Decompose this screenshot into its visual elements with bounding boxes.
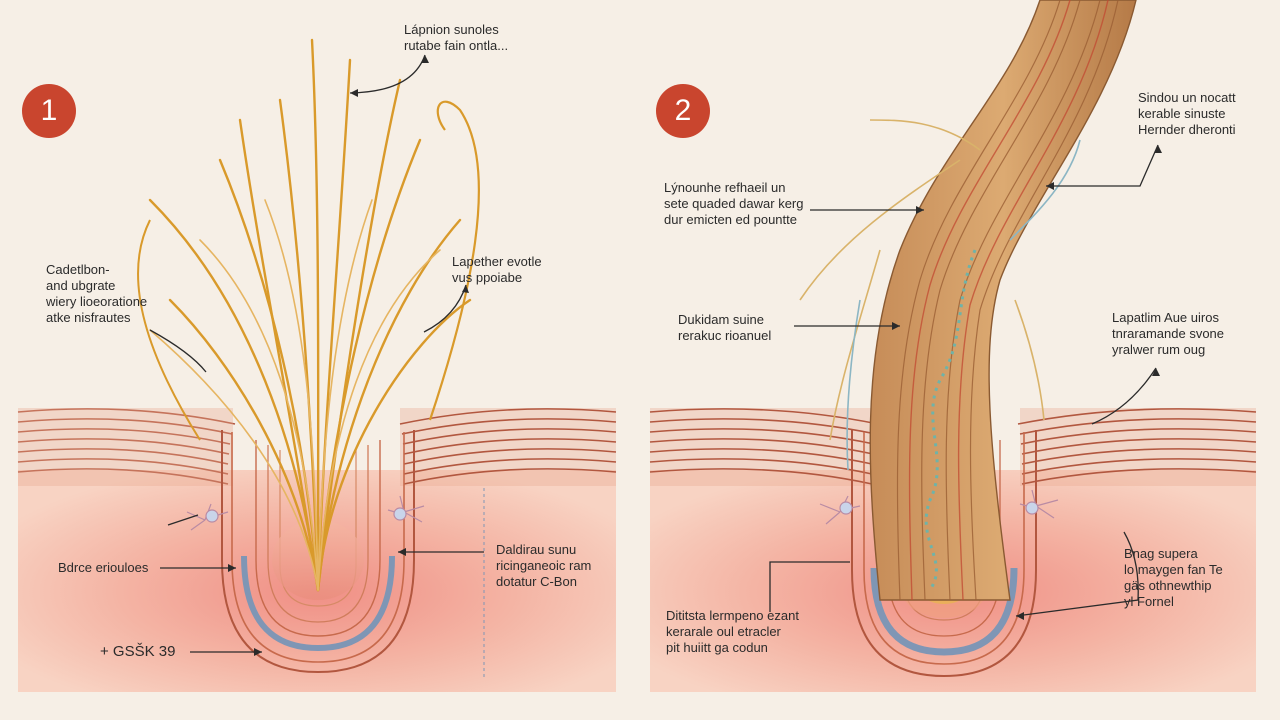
panel-1-label-right: Lapether evotle vus ppoiabe [452,254,542,286]
label-line: Cadetlbon- [46,262,110,277]
label-line: + GSŠK 39 [100,643,176,660]
label-line: sete quaded dawar kerg [664,196,804,211]
panel-1-label-left: Cadetlbon- and ubgrate wiery lioeoration… [46,262,147,326]
label-line: pit huiitt ga codun [666,640,768,655]
panel-1 [17,38,617,692]
panel-1-band-fill-left [18,408,233,486]
panel-2-tuft-right [1019,489,1059,519]
panel-2-tuft-left [819,495,861,525]
panel-2-stray-hairs [799,119,1081,471]
panel-2-leaders [769,144,1159,617]
label-line: Dititsta lermpeno ezant [666,608,799,623]
panel-1-label-bottom: + GSŠK 39 [100,644,175,660]
panel-1-curl-left [137,219,201,441]
label-line: and ubgrate [46,278,116,293]
panel-2-label-right-low: Bnag supera lo maygen fan Te gäs othnewt… [1124,546,1223,610]
label-line: lo maygen fan Te [1124,562,1223,577]
label-line: rerakuc rioanuel [678,328,772,343]
panel-2-label-left-top: Lýnounhe refhaeil un sete quaded dawar k… [664,180,803,228]
panel-1-arrowheads [228,55,469,656]
label-line: Bnag supera [1124,546,1198,561]
panel-1-hair-strands [148,38,472,592]
label-line: dotatur C-Bon [496,574,577,589]
panel-1-curl-right [428,100,480,421]
panel-1-tuft-right [387,495,425,523]
panel-1-band-fill-right [400,408,616,486]
label-line: yralwer rum oug [1112,342,1206,357]
label-line: vus ppoiabe [452,270,523,285]
panel-2-cell-chain [924,249,977,591]
label-line: Lápnion sunoles [404,22,499,37]
label-line: Dukidam suine [678,312,764,327]
panel-1-label-right-low: Daldirau sunu ricinganeoic ram dotatur C… [496,542,591,590]
label-line: ricinganeoic ram [496,558,592,573]
label-line: Bdrce eriouloes [58,560,149,575]
panel-1-follicle [221,430,415,674]
panel-1-skin-band-left [17,408,236,485]
label-line: atke nisfrautes [46,310,131,325]
label-line: dur emicten ed pountte [664,212,797,227]
panel-2-shaft-red-fibers [908,0,1109,601]
panel-2-label-top-right: Sindou un nocatt kerable sinuste Hernder… [1138,90,1236,138]
label-line: Lapether evotle [452,254,542,269]
label-line: gäs othnewthip [1124,578,1212,593]
label-line: Lapatlim Aue uiros [1112,310,1219,325]
label-line: wiery lioeoratione [46,294,148,309]
panel-2 [649,0,1257,692]
panel-1-label-top: Lápnion sunoles rutabe fain ontla... [404,22,508,54]
label-line: Daldirau sunu [496,542,577,557]
panel-2-skin-band-right [1017,408,1257,485]
panel-1-number-badge: 1 [22,84,76,138]
label-line: Lýnounhe refhaeil un [664,180,786,195]
panel-1-label-left-low: Bdrce eriouloes [58,560,148,576]
label-line: tnraramande svone [1112,326,1225,341]
panel-2-arrowheads [892,145,1162,620]
label-line: Hernder dheronti [1138,122,1236,137]
panel-1-hair-strands-fine [149,199,441,591]
label-line: kerarale oul etracler [666,624,781,639]
panel-2-label-right-mid: Lapatlim Aue uiros tnraramande svone yra… [1112,310,1224,358]
label-line: kerable sinuste [1138,106,1226,121]
panel-2-shaft-fibers [896,0,1119,601]
label-line: Sindou un nocatt [1138,90,1236,105]
panel-1-skin-band-right [399,408,617,485]
panel-2-band-fill-left [650,408,880,486]
panel-2-label-left-mid: Dukidam suine rerakuc rioanuel [678,312,771,344]
panel-2-label-bottom: Dititsta lermpeno ezant kerarale oul etr… [666,608,799,656]
label-line: yl Fornel [1124,594,1174,609]
label-line: rutabe fain ontla... [404,38,509,53]
panel-2-number-badge: 2 [656,84,710,138]
